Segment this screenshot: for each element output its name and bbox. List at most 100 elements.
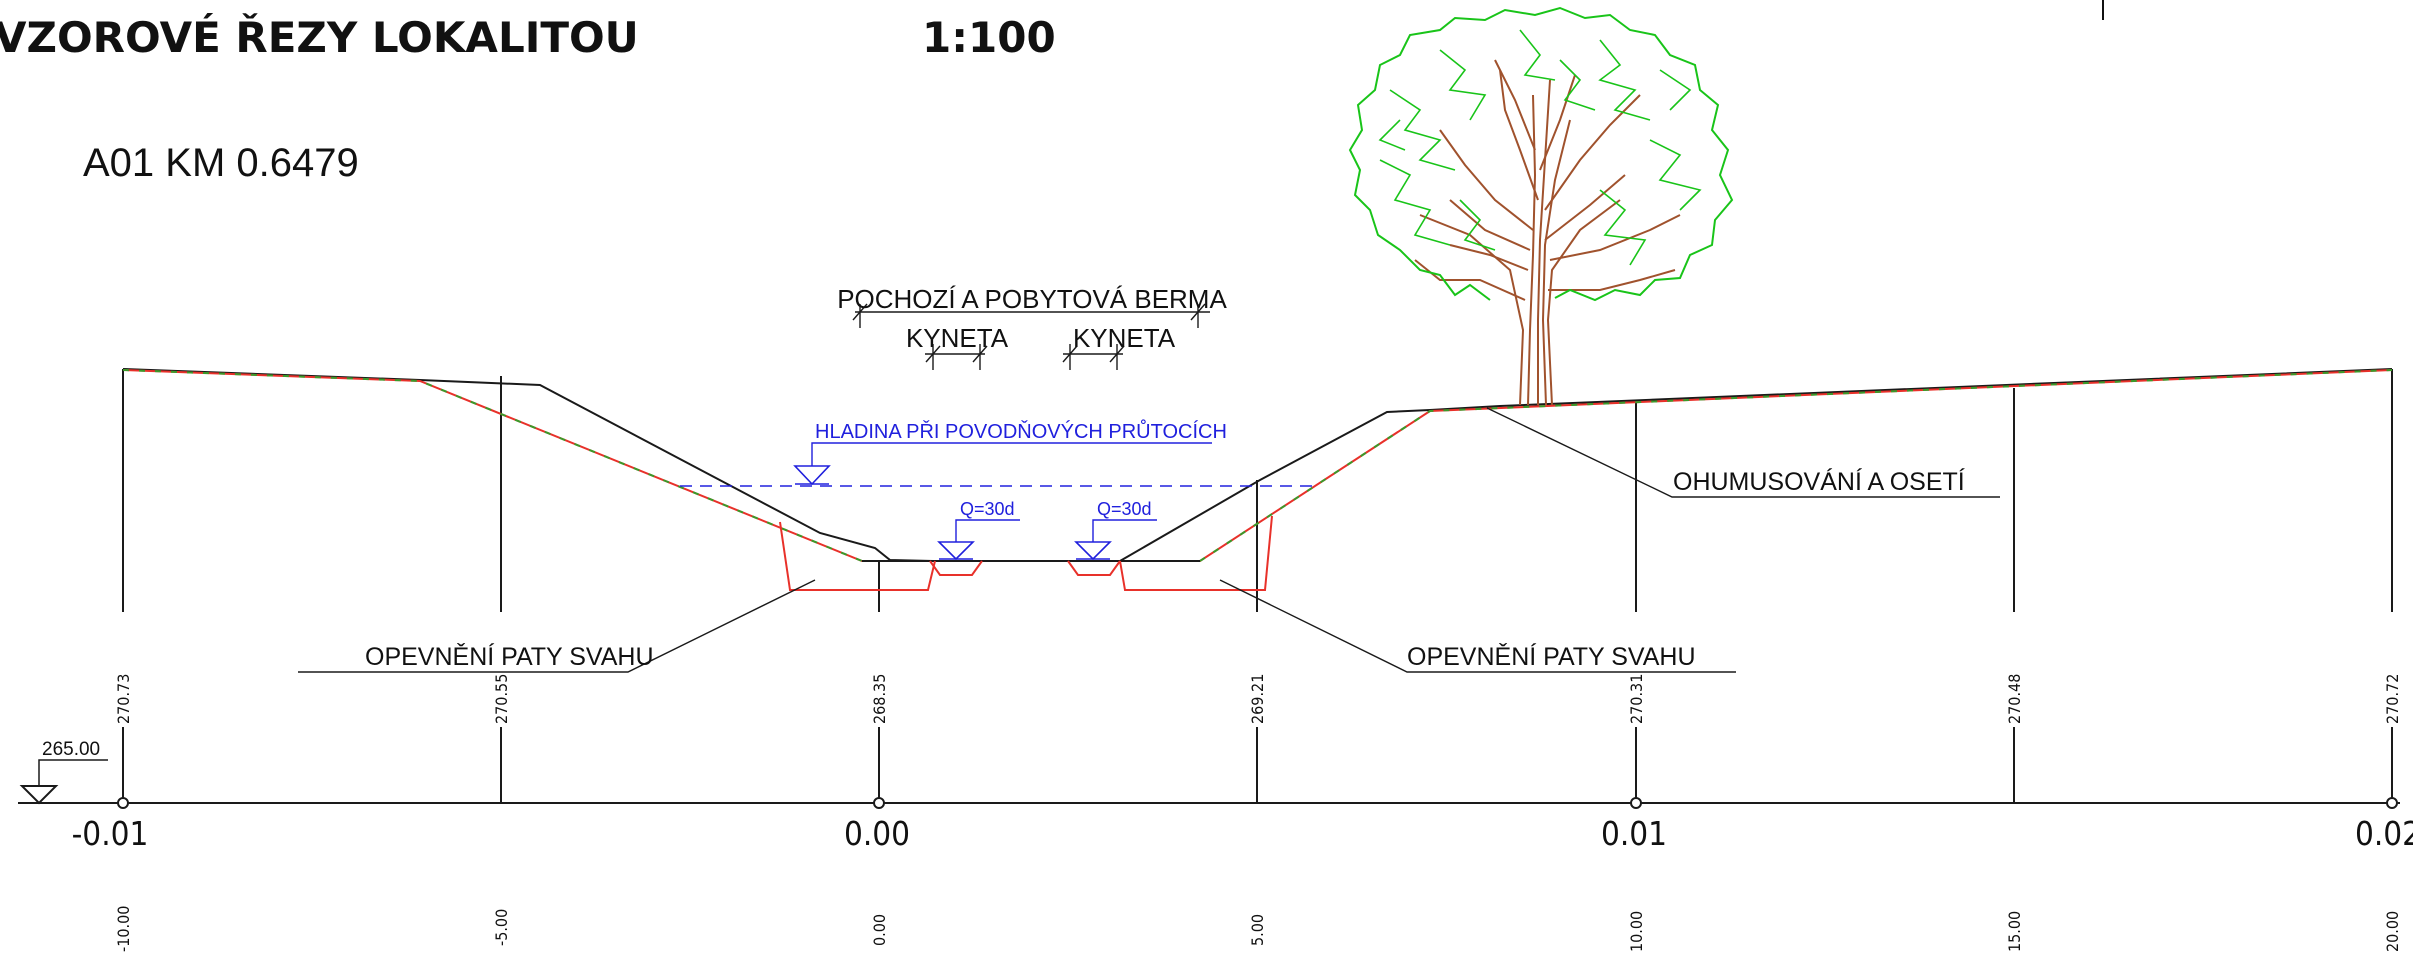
foliage-stroke — [1389, 89, 1456, 171]
axis-tick-circle — [873, 797, 885, 809]
axis-value: 0.00 — [844, 814, 910, 853]
station-label: 20.00 — [2383, 911, 2402, 952]
station-label: 5.00 — [1248, 914, 1267, 946]
kyneta-label: KYNETA — [906, 323, 1009, 353]
station-label: 10.00 — [1627, 911, 1646, 952]
topsoil-label: OHUMUSOVÁNÍ A OSETÍ — [1486, 407, 2000, 498]
branch-line — [1414, 259, 1526, 301]
elevation-label: 268.35 — [870, 674, 889, 724]
q30-marker-left: Q=30d — [937, 499, 1020, 561]
tree-trunk — [1414, 59, 1681, 406]
toe-label: OPEVNĚNÍ PATY SVAHU — [1407, 642, 1696, 671]
trunk-line — [1537, 79, 1551, 405]
station-label: 15.00 — [2005, 911, 2024, 952]
trunk-line — [1419, 214, 1525, 406]
original-terrain-right — [1119, 368, 2393, 562]
flood-level-label: HLADINA PŘI POVODŇOVÝCH PRŮTOCÍCH — [815, 419, 1227, 443]
drawing-scale: 1:100 — [922, 13, 1056, 62]
elevation-label: 270.73 — [114, 674, 133, 724]
foliage-stroke — [1519, 29, 1556, 81]
flood-leader — [811, 442, 1212, 466]
axis-values: -0.01 0.00 0.01 0.02 — [72, 814, 2413, 853]
branch-line — [1499, 69, 1539, 201]
branch-line — [1449, 199, 1531, 251]
topsoil-text: OHUMUSOVÁNÍ A OSETÍ — [1673, 467, 1965, 496]
tree-canopy — [1348, 6, 1734, 302]
q30-label: Q=30d — [960, 499, 1015, 519]
foliage-stroke — [1459, 199, 1496, 251]
designed-terrain-green — [122, 369, 1200, 562]
dimension-tick — [1062, 345, 1078, 363]
toe-reinforcement-left — [779, 521, 936, 591]
branch-line — [1544, 94, 1641, 211]
station-lines — [122, 369, 2393, 803]
designed-terrain-green-right — [1120, 369, 2393, 562]
datum-leader — [38, 759, 108, 786]
datum-label: 265.00 — [42, 739, 100, 760]
toe-label-right: OPEVNĚNÍ PATY SVAHU — [1219, 579, 1736, 673]
foliage-stroke — [1439, 49, 1487, 121]
toe-label-left: OPEVNĚNÍ PATY SVAHU — [298, 579, 816, 673]
tree-foliage — [1378, 29, 1702, 266]
berm-label: POCHOZÍ A POBYTOVÁ BERMA — [837, 284, 1227, 314]
datum-triangle-icon — [19, 785, 59, 805]
elevation-label: 270.48 — [2005, 674, 2024, 724]
foliage-stroke — [1659, 69, 1692, 111]
dimension-tick — [852, 303, 868, 321]
tree-illustration — [1348, 6, 1734, 406]
datum-marker: 265.00 — [18, 739, 108, 805]
axis-tick-circles — [117, 797, 2398, 809]
station-label: 0.00 — [870, 914, 889, 946]
q30-triangle-icon — [1074, 541, 1112, 561]
trunk-line — [1541, 119, 1571, 406]
branch-line — [1544, 174, 1626, 241]
foliage-stroke — [1379, 159, 1451, 246]
station-label: -10.00 — [114, 906, 133, 952]
station-label: -5.00 — [492, 909, 511, 946]
axis-tick-circle — [2386, 797, 2398, 809]
q30-triangle-icon — [937, 541, 975, 561]
topsoil-leader — [1486, 407, 2000, 498]
elevation-label: 270.55 — [492, 674, 511, 724]
axis-tick-circle — [117, 797, 129, 809]
elevation-label: 270.72 — [2383, 674, 2402, 724]
q30-marker-right: Q=30d — [1074, 499, 1157, 561]
drawing-title: VZOROVÉ ŘEZY LOKALITOU — [0, 12, 639, 62]
foliage-stroke — [1649, 139, 1702, 211]
branch-line — [1549, 214, 1681, 261]
foliage-stroke — [1599, 189, 1647, 266]
q30-label: Q=30d — [1097, 499, 1152, 519]
kyneta-channel-left — [929, 560, 983, 576]
branch-line — [1494, 59, 1536, 151]
kyneta-label: KYNETA — [1073, 323, 1176, 353]
elevation-labels: 270.73 270.55 268.35 269.21 270.31 270.4… — [114, 674, 2402, 724]
branch-line — [1439, 129, 1534, 231]
station-labels: -10.00 -5.00 0.00 5.00 10.00 15.00 20.00 — [114, 906, 2402, 952]
trunk-line — [1546, 199, 1621, 406]
elevation-label: 270.31 — [1627, 674, 1646, 724]
axis-value: -0.01 — [72, 814, 149, 853]
axis-value: 0.01 — [1601, 814, 1667, 853]
flood-triangle-icon — [793, 465, 831, 486]
kyneta-channel-right — [1067, 560, 1121, 576]
kyneta-dimension-left: KYNETA — [906, 323, 1009, 370]
toe-leader — [1219, 579, 1736, 673]
dimension-tick — [925, 345, 941, 363]
toe-leader — [298, 579, 816, 673]
axis-tick-circle — [1630, 797, 1642, 809]
berm-dimension: POCHOZÍ A POBYTOVÁ BERMA — [837, 284, 1227, 328]
q30-leader — [1092, 519, 1157, 542]
axis-value: 0.02 — [2355, 814, 2413, 853]
dimension-tick — [1190, 303, 1206, 321]
kyneta-dimension-right: KYNETA — [1062, 323, 1176, 370]
branch-line — [1539, 74, 1576, 171]
designed-terrain-red-right — [1120, 369, 2393, 562]
dimension-tick — [1109, 345, 1125, 363]
dimension-tick — [972, 345, 988, 363]
section-label: A01 KM 0.6479 — [83, 141, 359, 185]
designed-terrain-red — [122, 369, 1200, 562]
branch-line — [1548, 269, 1676, 291]
toe-reinforcement-right — [1119, 515, 1273, 591]
toe-label: OPEVNĚNÍ PATY SVAHU — [365, 642, 654, 671]
foliage-stroke — [1559, 59, 1596, 111]
